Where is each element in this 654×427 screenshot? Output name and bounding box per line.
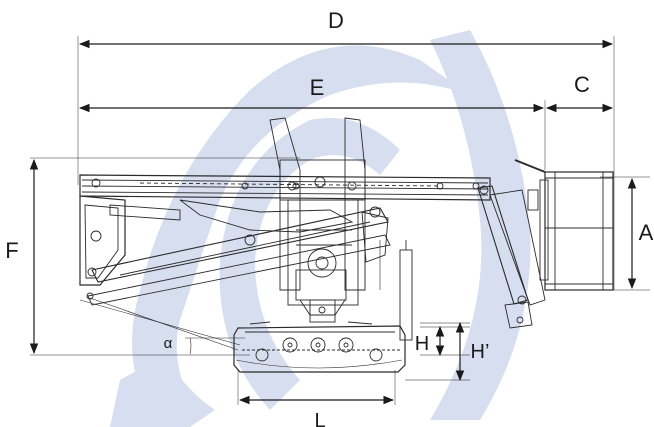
boom-arm [79,174,491,201]
label-f: F [5,238,18,263]
watermark-logo [110,30,531,427]
outrigger [379,240,413,341]
technical-drawing [30,36,650,405]
label-a: A [639,220,654,245]
work-basket [539,171,614,291]
label-c: C [574,72,590,97]
label-e: E [310,75,325,100]
label-h: H [415,333,429,355]
turret [269,117,366,323]
label-d: D [328,8,344,33]
crawler-track [233,321,406,373]
label-alpha: α [164,335,173,352]
dimension-lines [29,39,637,405]
label-h-prime: H’ [471,341,490,363]
lower-boom [79,199,391,351]
label-l: L [314,410,325,427]
boom-head [79,195,181,300]
jib-arm [477,159,546,329]
